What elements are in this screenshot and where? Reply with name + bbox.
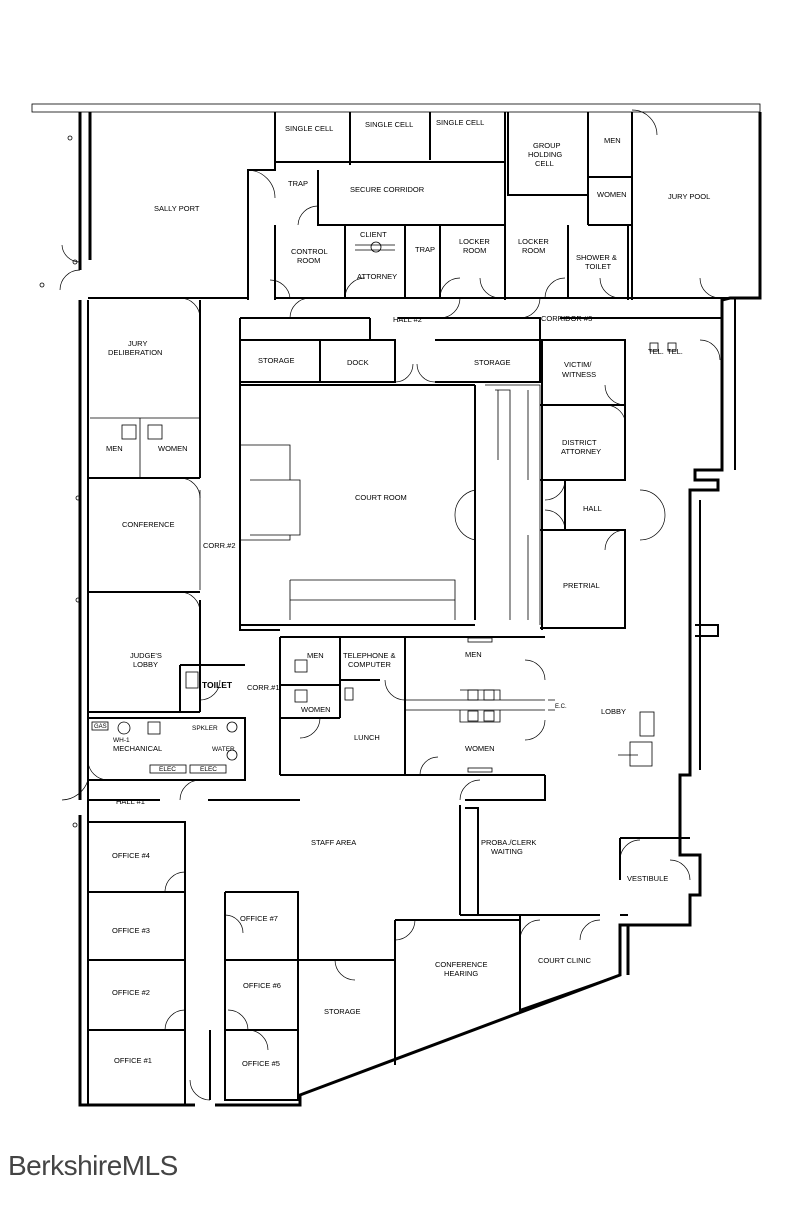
label-group-holding-2: HOLDING bbox=[528, 150, 562, 159]
label-single-cell-1: SINGLE CELL bbox=[285, 124, 333, 133]
label-victim-1: VICTIM/ bbox=[564, 360, 592, 369]
exterior-walls bbox=[31, 103, 762, 1107]
label-staff-area: STAFF AREA bbox=[311, 838, 356, 847]
label-corridor-3: CORRIDOR #3 bbox=[541, 314, 592, 323]
label-conference: CONFERENCE bbox=[122, 520, 175, 529]
label-conference-hearing-1: CONFERENCE bbox=[435, 960, 488, 969]
lobby-area bbox=[548, 699, 655, 767]
left-block-walls bbox=[61, 297, 246, 1105]
label-trap-2: TRAP bbox=[415, 245, 435, 254]
label-storage-1: STORAGE bbox=[258, 356, 295, 365]
label-pretrial: PRETRIAL bbox=[563, 581, 600, 590]
label-trap-1: TRAP bbox=[288, 179, 308, 188]
label-hall-right: HALL bbox=[583, 504, 602, 513]
right-block-walls bbox=[540, 339, 666, 630]
hall-corridor-walls bbox=[88, 297, 722, 631]
office-walls bbox=[88, 821, 396, 1105]
label-office-7: OFFICE #7 bbox=[240, 914, 278, 923]
label-gas: GAS bbox=[94, 724, 107, 730]
bottom-right-walls bbox=[394, 915, 621, 1065]
label-elec-1: ELEC bbox=[159, 766, 176, 773]
label-locker-room-a2: ROOM bbox=[463, 246, 486, 255]
label-jury-delib-2: DELIBERATION bbox=[108, 348, 162, 357]
staff-area-walls bbox=[88, 775, 691, 916]
label-telephone-2: COMPUTER bbox=[348, 660, 392, 669]
label-group-holding-1: GROUP bbox=[533, 141, 561, 150]
label-spkler: SPKLER bbox=[192, 725, 218, 732]
label-storage-3: STORAGE bbox=[324, 1007, 361, 1016]
room-labels: SINGLE CELL SINGLE CELL SINGLE CELL GROU… bbox=[94, 118, 710, 1068]
label-single-cell-3: SINGLE CELL bbox=[436, 118, 484, 127]
label-office-4: OFFICE #4 bbox=[112, 851, 150, 860]
label-men-jury: MEN bbox=[106, 444, 123, 453]
exterior-markers bbox=[39, 135, 81, 828]
label-jury-pool: JURY POOL bbox=[668, 192, 710, 201]
label-corr-2: CORR.#2 bbox=[203, 541, 236, 550]
label-lunch: LUNCH bbox=[354, 733, 380, 742]
label-toilet: TOILET bbox=[202, 680, 233, 690]
label-hall-1: HALL #1 bbox=[116, 797, 145, 806]
label-hall-2: HALL #2 bbox=[393, 315, 422, 324]
label-office-2: OFFICE #2 bbox=[112, 988, 150, 997]
label-women-top: WOMEN bbox=[597, 190, 627, 199]
label-women-lobby: WOMEN bbox=[465, 744, 495, 753]
label-vestibule: VESTIBULE bbox=[627, 874, 668, 883]
label-conference-hearing-2: HEARING bbox=[444, 969, 478, 978]
secure-block-walls bbox=[247, 109, 755, 300]
label-men-mid: MEN bbox=[307, 651, 324, 660]
label-storage-2: STORAGE bbox=[474, 358, 511, 367]
label-wh1: WH-1 bbox=[113, 737, 130, 744]
label-sally-port: SALLY PORT bbox=[154, 204, 200, 213]
label-court-room: COURT ROOM bbox=[355, 493, 407, 502]
label-single-cell-2: SINGLE CELL bbox=[365, 120, 413, 129]
label-office-6: OFFICE #6 bbox=[243, 981, 281, 990]
label-office-3: OFFICE #3 bbox=[112, 926, 150, 935]
label-men-top: MEN bbox=[604, 136, 621, 145]
label-men-lobby: MEN bbox=[465, 650, 482, 659]
label-control-room-1: CONTROL bbox=[291, 247, 328, 256]
label-proba-2: WAITING bbox=[491, 847, 523, 856]
label-locker-room-b2: ROOM bbox=[522, 246, 545, 255]
label-telephone-1: TELEPHONE & bbox=[343, 651, 396, 660]
label-mechanical: MECHANICAL bbox=[113, 744, 162, 753]
label-client: CLIENT bbox=[360, 230, 387, 239]
label-locker-room-b1: LOCKER bbox=[518, 237, 549, 246]
label-district-2: ATTORNEY bbox=[561, 447, 601, 456]
label-control-room-2: ROOM bbox=[297, 256, 320, 265]
label-office-5: OFFICE #5 bbox=[242, 1059, 280, 1068]
label-shower-2: TOILET bbox=[585, 262, 612, 271]
label-court-clinic: COURT CLINIC bbox=[538, 956, 592, 965]
label-jury-delib-1: JURY bbox=[128, 339, 147, 348]
label-elec-2: ELEC bbox=[200, 766, 217, 773]
label-attorney: ATTORNEY bbox=[357, 272, 397, 281]
label-water: WATER bbox=[212, 746, 235, 753]
label-judges-2: LOBBY bbox=[133, 660, 158, 669]
label-district-1: DISTRICT bbox=[562, 438, 597, 447]
watermark-logo: BerkshireMLS bbox=[8, 1150, 178, 1181]
label-locker-room-a1: LOCKER bbox=[459, 237, 490, 246]
label-tel-2: TEL. bbox=[667, 347, 683, 356]
courtroom-walls bbox=[240, 384, 541, 626]
label-dock: DOCK bbox=[347, 358, 369, 367]
label-shower-1: SHOWER & bbox=[576, 253, 617, 262]
label-lobby: LOBBY bbox=[601, 707, 626, 716]
label-women-jury: WOMEN bbox=[158, 444, 188, 453]
middle-block-walls bbox=[279, 636, 546, 776]
label-women-mid: WOMEN bbox=[301, 705, 331, 714]
label-tel-1: TEL. bbox=[648, 347, 664, 356]
label-secure-corridor: SECURE CORRIDOR bbox=[350, 185, 425, 194]
label-proba-1: PROBA./CLERK bbox=[481, 838, 536, 847]
label-group-holding-3: CELL bbox=[535, 159, 554, 168]
label-corr-1: CORR.#1 bbox=[247, 683, 280, 692]
label-victim-2: WITNESS bbox=[562, 370, 596, 379]
label-judges-1: JUDGE'S bbox=[130, 651, 162, 660]
label-office-1: OFFICE #1 bbox=[114, 1056, 152, 1065]
label-ec: E.C. bbox=[555, 704, 567, 710]
